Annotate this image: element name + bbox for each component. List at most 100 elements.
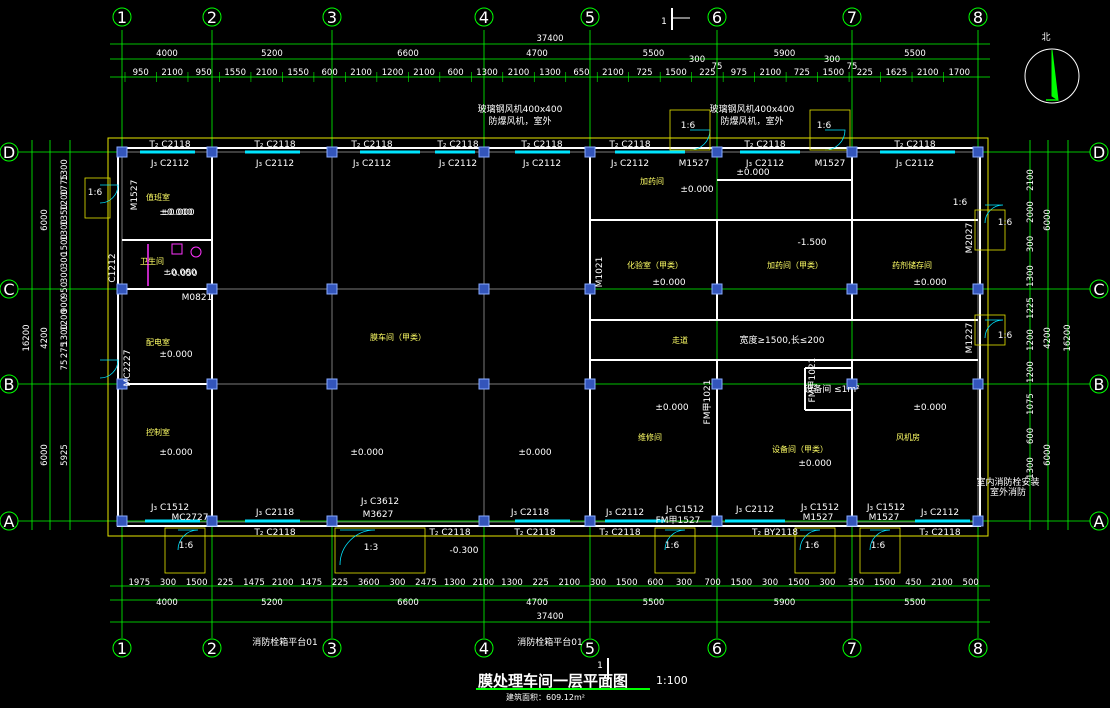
column xyxy=(478,146,490,158)
door-west-2 xyxy=(99,359,119,379)
bottom-detail-dim: 1500 xyxy=(186,578,208,588)
axis-bubble-left-B xyxy=(0,374,19,394)
right-detail-dim: 1225 xyxy=(1026,297,1036,319)
room-name: 卫生间 xyxy=(140,256,164,266)
window-label-bottom-out: T₂ C2118 xyxy=(428,528,470,538)
ramp xyxy=(809,109,851,151)
section-mark-label: 1 xyxy=(661,17,667,27)
axis-label-top-6: 6 xyxy=(712,8,722,27)
right-detail-dim: 1300 xyxy=(1026,457,1036,479)
axis-label-right-A: A xyxy=(1094,512,1105,531)
door-bottom-main xyxy=(339,529,376,566)
left-detail-dim: 275 xyxy=(60,342,70,358)
axis-bubble-bottom-4 xyxy=(474,638,494,658)
axis-bubble-bottom-2 xyxy=(202,638,222,658)
right-detail-dim: 2100 xyxy=(1026,169,1036,191)
room-name: 化验室（甲类） xyxy=(627,260,683,270)
bottom-bay-dim: 5900 xyxy=(774,598,796,608)
bottom-detail-dim: 1475 xyxy=(243,578,265,588)
column xyxy=(478,515,490,527)
bottom-detail-dim: 2100 xyxy=(931,578,953,588)
fan-note: 防爆风机，室外 xyxy=(488,115,551,127)
axis-label-left-C: C xyxy=(3,280,14,299)
bottom-detail-dim: 1975 xyxy=(129,578,151,588)
bottom-detail-dim: 300 xyxy=(389,578,405,588)
door-label: FM甲1021 xyxy=(807,358,818,403)
right-dim: 6000 xyxy=(1043,209,1053,231)
column xyxy=(846,146,858,158)
axis-bubble-bottom-5 xyxy=(580,638,600,658)
title-underline xyxy=(476,688,650,690)
columns xyxy=(116,146,984,527)
axis-bubble-right-A xyxy=(1089,511,1109,531)
column xyxy=(326,283,338,295)
left-dim: 4200 xyxy=(40,327,50,349)
room-name: 药剂储存间 xyxy=(892,260,932,270)
door-label: C1212 xyxy=(108,253,118,282)
top-small-dim: 75 xyxy=(712,62,723,72)
corridor-dim-label: 宽度≥1500,长≤200 xyxy=(739,334,824,346)
bottom-detail-dim: 225 xyxy=(332,578,348,588)
bottom-detail-dim: 450 xyxy=(905,578,921,588)
top-detail-dim: 2100 xyxy=(256,68,278,78)
left-detail-dim: 900 xyxy=(60,297,70,313)
axis-label-bottom-6: 6 xyxy=(712,639,722,658)
column xyxy=(584,283,596,295)
column xyxy=(206,146,218,158)
window-label-bottom: J₃ C2112 xyxy=(920,508,959,518)
room-name: 走道 xyxy=(672,335,688,345)
column xyxy=(584,146,596,158)
top-small-dim: 300 xyxy=(824,55,840,65)
left-detail-dim: 1500 xyxy=(60,234,70,256)
window-label-inner: J₃ C2112 xyxy=(352,159,391,169)
ramp-label: 1:6 xyxy=(88,188,103,198)
top-detail-dim: 1300 xyxy=(476,68,498,78)
axis-label-bottom-2: 2 xyxy=(207,639,217,658)
top-detail-dim: 1625 xyxy=(885,68,907,78)
window-label-bottom-out: T₂ C2118 xyxy=(598,528,640,538)
axis-bubble-right-B xyxy=(1089,374,1109,394)
axis-label-right-D: D xyxy=(1093,143,1105,162)
axis-label-right-B: B xyxy=(1094,375,1105,394)
bottom-detail-dim: 1475 xyxy=(301,578,323,588)
axis-bubble-top-7 xyxy=(842,7,862,27)
axis-bubble-top-4 xyxy=(474,7,494,27)
column xyxy=(972,283,984,295)
axis-bubble-left-A xyxy=(0,511,19,531)
inner-wall xyxy=(121,151,979,523)
axis-bubble-top-3 xyxy=(322,7,342,27)
axis-bubble-right-D xyxy=(1089,142,1109,162)
elevation-mark: ±0.000 xyxy=(736,168,770,178)
door-label: M1227 xyxy=(965,323,975,354)
right-detail-dim: 600 xyxy=(1026,428,1036,444)
column xyxy=(972,378,984,390)
left-detail-dim: 1775 xyxy=(60,174,70,196)
axis-label-top-5: 5 xyxy=(585,8,595,27)
column xyxy=(584,515,596,527)
right-detail-dim: 1075 xyxy=(1026,393,1036,415)
window-label-inner: J₃ C2112 xyxy=(895,159,934,169)
window-label-bottom: J₃ C2112 xyxy=(735,505,774,515)
window-label-bottom-out: T₂ C2118 xyxy=(918,528,960,538)
elevation-mark: ±0.000 xyxy=(161,208,195,218)
column xyxy=(326,515,338,527)
room-name: 值班室 xyxy=(146,192,170,202)
axis-bubble-left-D xyxy=(0,142,19,162)
top-detail-dim: 1500 xyxy=(665,68,687,78)
bottom-detail-dim: 1500 xyxy=(616,578,638,588)
fan-note: 玻璃钢风机400x400 xyxy=(710,103,795,115)
top-detail-dim: 2100 xyxy=(760,68,782,78)
column xyxy=(116,378,128,390)
top-detail-dim: 1550 xyxy=(287,68,309,78)
axis-bubble-top-6 xyxy=(707,7,727,27)
axis-bubble-top-1 xyxy=(112,7,132,27)
top-detail-dim: 975 xyxy=(731,68,747,78)
door-label: M1021 xyxy=(595,257,605,288)
ramp xyxy=(654,527,696,574)
window-label-bottom: J₃ C2112 xyxy=(605,508,644,518)
ramp xyxy=(794,527,836,574)
axis-bubble-bottom-6 xyxy=(707,638,727,658)
